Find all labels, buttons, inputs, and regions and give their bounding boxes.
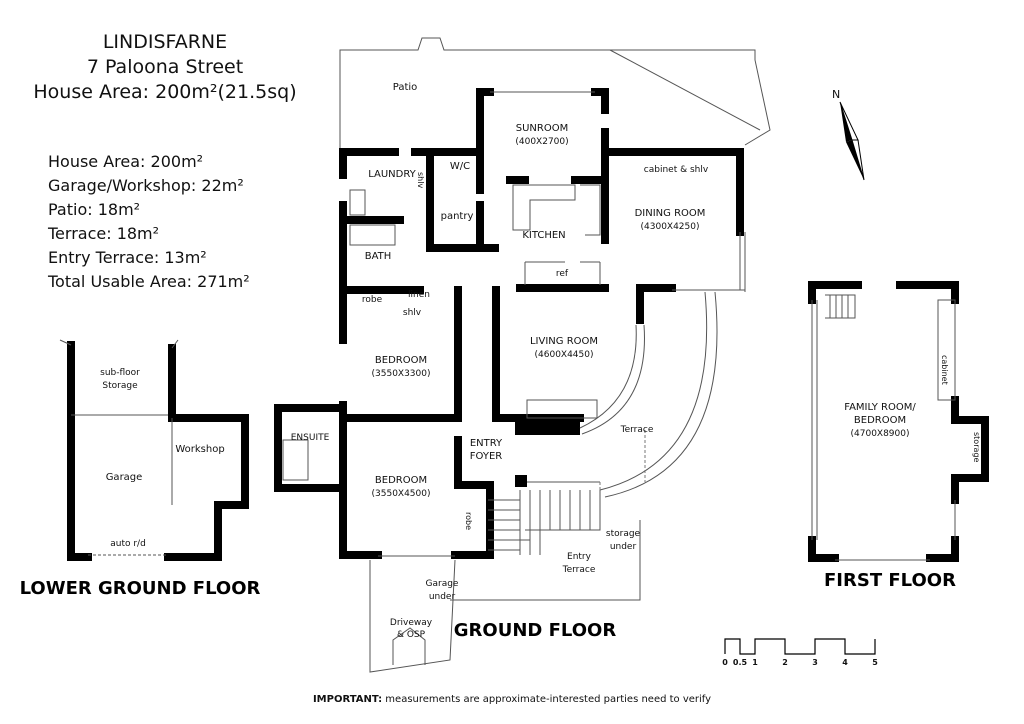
entry-foyer-label: ENTRY (470, 438, 503, 449)
driveway-label: & OSP (397, 630, 426, 640)
entry-terrace-label: Entry (567, 552, 592, 562)
storage-under-label: storage (606, 529, 641, 539)
area-item: Garage/Workshop: 22m² (48, 176, 244, 195)
north-arrow-icon: N (832, 88, 865, 181)
garage-under-label: under (429, 592, 456, 602)
bedroom-1-dimensions: (3550X3300) (372, 369, 431, 379)
driveway-label: Driveway (390, 618, 433, 628)
family-room-label: BEDROOM (854, 415, 906, 426)
scale-label: 4 (842, 658, 848, 667)
sunroom-label: SUNROOM (516, 123, 568, 134)
area-item: Terrace: 18m² (47, 224, 159, 243)
living-room-dimensions: (4600X4450) (535, 350, 594, 360)
garage-under-label: Garage (426, 579, 459, 589)
garage-label: Garage (106, 472, 143, 483)
header: LINDISFARNE 7 Paloona Street House Area:… (33, 31, 296, 103)
robe-2-label: robe (464, 512, 473, 530)
sunroom-dimensions: (400X2700) (515, 137, 568, 147)
ground-floor-title: GROUND FLOOR (454, 620, 617, 641)
shelf-label: shlv (403, 308, 422, 318)
bedroom-1-label: BEDROOM (375, 355, 427, 366)
bedroom-2-dimensions: (3550X4500) (372, 489, 431, 499)
property-address: 7 Paloona Street (87, 56, 243, 78)
kitchen-label: KITCHEN (522, 230, 565, 241)
scale-label: 5 (872, 658, 878, 667)
house-area-title: House Area: 200m²(21.5sq) (33, 81, 296, 103)
patio-label: Patio (393, 82, 418, 93)
first-floor-title: FIRST FLOOR (824, 570, 956, 591)
terrace-label: Terrace (620, 425, 654, 435)
disclaimer-text: measurements are approximate-interested … (382, 694, 711, 705)
scale-bar: 0 0.5 1 2 3 4 5 (722, 638, 878, 667)
lower-ground-floor: sub-floor Storage Garage Workshop auto r… (20, 339, 261, 599)
area-item: House Area: 200m² (48, 152, 203, 171)
scale-label: 0.5 (733, 658, 748, 667)
pantry-label: pantry (441, 211, 474, 222)
property-name: LINDISFARNE (103, 31, 227, 53)
family-room-label: FAMILY ROOM/ (844, 402, 916, 413)
entry-stairs (488, 490, 601, 555)
laundry-label: LAUNDRY (368, 169, 416, 180)
bath-label: BATH (365, 251, 392, 262)
cabinet-label: cabinet & shlv (644, 165, 709, 175)
lower-ground-title: LOWER GROUND FLOOR (20, 578, 261, 599)
family-room-dimensions: (4700X8900) (851, 429, 910, 439)
scale-label: 0 (722, 658, 728, 667)
storage-label: sub-floor (100, 368, 140, 378)
dining-room-label: DINING ROOM (635, 208, 706, 219)
scale-label: 1 (752, 658, 758, 667)
linen-label: linen (408, 290, 430, 300)
cabinet-label: cabinet (940, 355, 949, 385)
scale-label: 2 (782, 658, 788, 667)
storage-label: Storage (102, 381, 138, 391)
scale-label: 3 (812, 658, 818, 667)
disclaimer-bold: IMPORTANT: (313, 694, 382, 705)
disclaimer: IMPORTANT: measurements are approximate-… (313, 694, 711, 705)
ref-label: ref (556, 269, 569, 279)
north-label: N (832, 88, 840, 101)
wc-label: W/C (450, 161, 470, 172)
living-room-label: LIVING ROOM (530, 336, 598, 347)
robe-label: robe (362, 295, 383, 305)
area-item: Patio: 18m² (48, 200, 140, 219)
bedroom-2-label: BEDROOM (375, 475, 427, 486)
area-list: House Area: 200m² Garage/Workshop: 22m² … (47, 152, 250, 291)
entry-terrace-label: Terrace (562, 565, 596, 575)
ground-floor: Patio SUNROOM (400X2700) LAUNDRY shlv W/… (274, 37, 771, 673)
dining-room-dimensions: (4300X4250) (641, 222, 700, 232)
ensuite-label: ENSUITE (291, 433, 330, 443)
entry-foyer-label: FOYER (470, 451, 503, 462)
workshop-label: Workshop (175, 444, 224, 455)
storage-under-label: under (610, 542, 637, 552)
area-item: Entry Terrace: 13m² (48, 248, 207, 267)
area-item: Total Usable Area: 271m² (47, 272, 250, 291)
laundry-shelf-label: shlv (416, 172, 425, 188)
storage-label: storage (972, 432, 981, 462)
first-floor: cabinet storage FAMILY ROOM/ BEDROOM (47… (808, 281, 989, 591)
auto-door-label: auto r/d (110, 539, 146, 549)
